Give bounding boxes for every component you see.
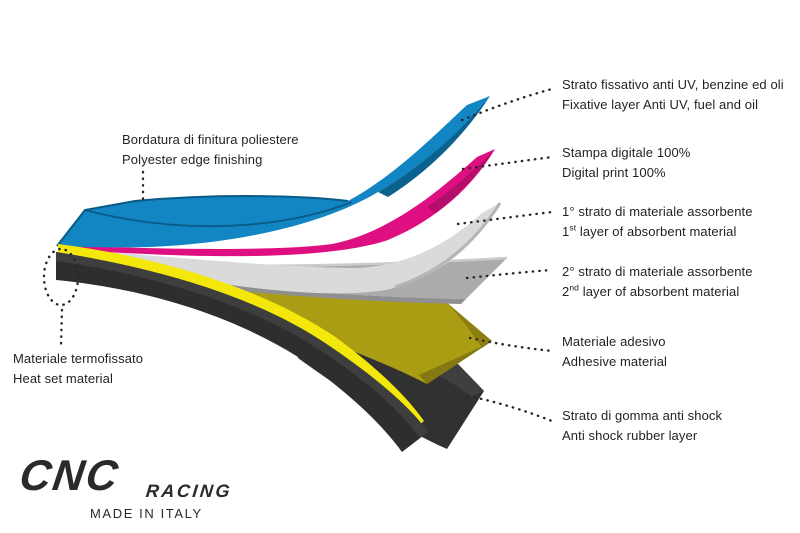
leader-rubber	[466, 394, 554, 423]
leader-absorbent1	[456, 210, 554, 226]
label-print: Stampa digitale 100% Digital print 100%	[562, 145, 691, 180]
label-absorbent2: 2° strato di materiale assorbente 2nd la…	[562, 264, 753, 299]
leader-heat-set	[59, 308, 64, 348]
label-adhesive: Materiale adesivo Adhesive material	[562, 334, 668, 369]
label-absorbent1: 1° strato di materiale assorbente 1st la…	[562, 204, 753, 239]
heat-set-callout-ellipse	[42, 247, 80, 307]
leader-fixative	[460, 87, 554, 122]
brand-logo-cnc: CNC	[16, 452, 123, 500]
label-edge-finishing: Bordatura di finitura poliestere Polyest…	[122, 132, 299, 167]
print-layer-shape	[58, 149, 495, 257]
heat-set-mat-shape	[56, 252, 428, 452]
label-rubber: Strato di gomma anti shock Anti shock ru…	[562, 408, 723, 443]
made-in-italy-text: MADE IN ITALY	[90, 506, 203, 521]
brand-logo-racing: RACING	[145, 481, 234, 501]
fixative-layer-shape	[56, 96, 490, 248]
label-fixative: Strato fissativo anti UV, benzine ed oli…	[562, 77, 784, 112]
label-heat-set: Materiale termofissato Heat set material	[13, 351, 144, 386]
